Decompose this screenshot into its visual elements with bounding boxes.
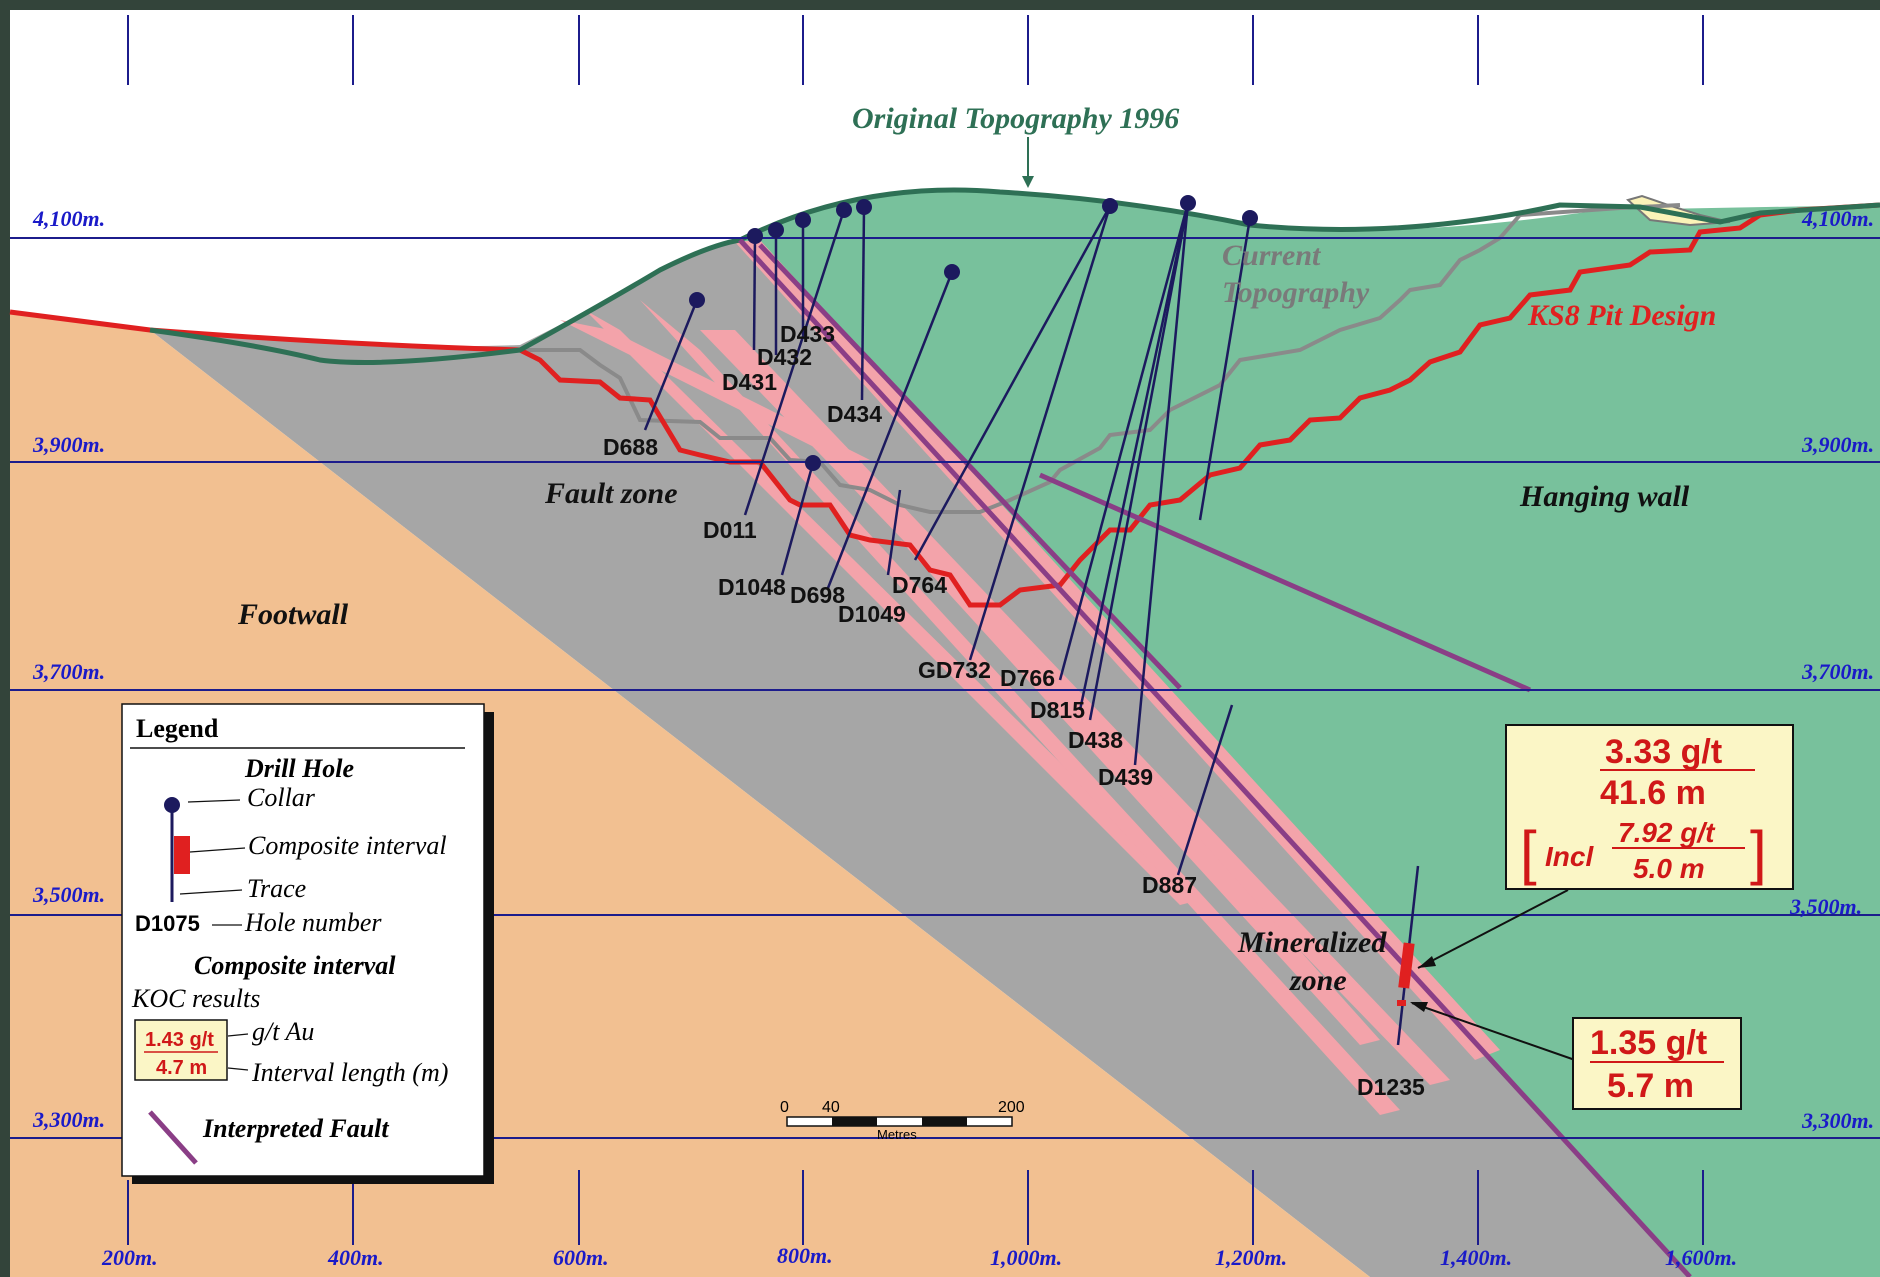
- current-topography-line: [520, 203, 1681, 514]
- hole-label: D431: [722, 369, 777, 395]
- easting-label-800: 800m.: [777, 1243, 833, 1268]
- elevation-label-3900-right: 3,900m.: [1801, 432, 1874, 457]
- easting-label-1200: 1,200m.: [1215, 1245, 1287, 1270]
- elevation-label-3500-right: 3,500m.: [1789, 894, 1862, 919]
- legend-composite-heading: Composite interval: [194, 951, 396, 980]
- hole-label: D887: [1142, 872, 1197, 898]
- easting-label-600: 600m.: [553, 1245, 609, 1270]
- elevation-label-3700-left: 3,700m.: [32, 659, 105, 684]
- mineralized-zone-label-1: Mineralized: [1237, 926, 1387, 959]
- legend-gt-au: g/t Au: [252, 1017, 314, 1046]
- hole-label: D432: [757, 344, 812, 370]
- result-grade: 1.35 g/t: [1590, 1024, 1707, 1062]
- hole-label: D1049: [838, 601, 906, 627]
- elevation-label-4100-left: 4,100m.: [32, 206, 105, 231]
- hole-label: D1235: [1357, 1074, 1425, 1100]
- result-incl-length: 5.0 m: [1633, 853, 1705, 884]
- bracket-left: [: [1520, 819, 1537, 886]
- legend-fault-symbol: [148, 1110, 198, 1165]
- bottom-tick-marks: [127, 1170, 1704, 1245]
- easting-label-400: 400m.: [327, 1245, 384, 1270]
- scale-tick-label: 200: [998, 1099, 1025, 1116]
- hole-label: D011: [703, 517, 757, 543]
- scale-tick-label: 0: [780, 1099, 789, 1116]
- hole-label: D688: [603, 434, 658, 460]
- pit-design-label: KS8 Pit Design: [1527, 299, 1716, 332]
- elevation-label-4100-right: 4,100m.: [1801, 206, 1874, 231]
- elevation-label-3300-left: 3,300m.: [32, 1107, 105, 1132]
- legend-drill-hole: Drill Hole: [244, 754, 354, 783]
- legend-collar: Collar: [247, 783, 316, 812]
- hole-label: D766: [1000, 665, 1055, 691]
- footwall-label: Footwall: [237, 598, 349, 631]
- original-topography-label: Original Topography 1996: [852, 102, 1179, 135]
- hole-label: D434: [827, 401, 882, 427]
- hole-label: GD732: [918, 657, 991, 683]
- legend: Legend Drill Hole Collar Composite inter…: [121, 703, 494, 1184]
- easting-label-1400: 1,400m.: [1440, 1245, 1512, 1270]
- drill-hole-traces: [643, 202, 1420, 1046]
- result-callout-main: 3.33 g/t 41.6 m [ Incl 7.92 g/t 5.0 m ]: [1417, 724, 1794, 969]
- legend-example-length: 4.7 m: [156, 1057, 207, 1079]
- scale-unit: Metres: [877, 1127, 917, 1142]
- ks8-pit-design-line: [9, 202, 1880, 608]
- legend-hole-example: D1075: [135, 911, 200, 936]
- result-length: 41.6 m: [1600, 774, 1706, 812]
- elevation-label-3500-left: 3,500m.: [32, 882, 105, 907]
- elevation-label-3900-left: 3,900m.: [32, 432, 105, 457]
- result-length: 5.7 m: [1607, 1067, 1694, 1105]
- hanging-wall-unit: [740, 188, 1880, 1277]
- hanging-wall-label: Hanging wall: [1519, 480, 1690, 513]
- result-incl-grade: 7.92 g/t: [1618, 817, 1716, 848]
- composite-interval-main: [1398, 942, 1415, 989]
- easting-label-200: 200m.: [101, 1245, 158, 1270]
- elevation-label-3300-right: 3,300m.: [1801, 1108, 1874, 1133]
- result-incl-label: Incl: [1545, 841, 1594, 872]
- mineralized-zone-label-2: zone: [1289, 964, 1347, 997]
- current-topography-label-2: Topography: [1222, 276, 1370, 309]
- easting-label-1600: 1,600m.: [1665, 1245, 1737, 1270]
- current-topography-label-1: Current: [1222, 239, 1322, 272]
- bracket-right: ]: [1750, 819, 1767, 886]
- legend-composite-symbol: [174, 836, 190, 874]
- legend-interval-length: Interval length (m): [251, 1058, 448, 1087]
- hole-label: D698: [790, 582, 845, 608]
- legend-hole-number: Hole number: [244, 908, 382, 937]
- drill-hole-collars: [689, 195, 1258, 471]
- composite-interval-second: [1397, 1000, 1406, 1006]
- legend-composite: Composite interval: [248, 831, 447, 860]
- easting-label-1000: 1,000m.: [990, 1245, 1062, 1270]
- scale-tick-label: 40: [822, 1099, 840, 1116]
- hole-label: D439: [1098, 764, 1153, 790]
- legend-fault: Interpreted Fault: [202, 1114, 389, 1143]
- legend-title: Legend: [136, 714, 219, 743]
- legend-example-grade: 1.43 g/t: [145, 1029, 214, 1051]
- legend-trace: Trace: [247, 874, 306, 903]
- result-callout-second: 1.35 g/t 5.7 m: [1410, 1002, 1742, 1110]
- legend-collar-symbol: [164, 797, 180, 813]
- hole-label: D433: [780, 321, 835, 347]
- hole-label: D764: [892, 572, 947, 598]
- hole-label: D438: [1068, 727, 1123, 753]
- top-tick-marks: [127, 15, 1704, 85]
- elevation-label-3700-right: 3,700m.: [1801, 659, 1874, 684]
- hole-label: D1048: [718, 574, 786, 600]
- fault-zone-label: Fault zone: [544, 477, 678, 510]
- scale-bar: 0 40 200 Metres: [780, 1099, 1025, 1142]
- result-grade: 3.33 g/t: [1605, 733, 1722, 771]
- hole-label: D815: [1030, 697, 1085, 723]
- legend-koc: KOC results: [131, 984, 260, 1013]
